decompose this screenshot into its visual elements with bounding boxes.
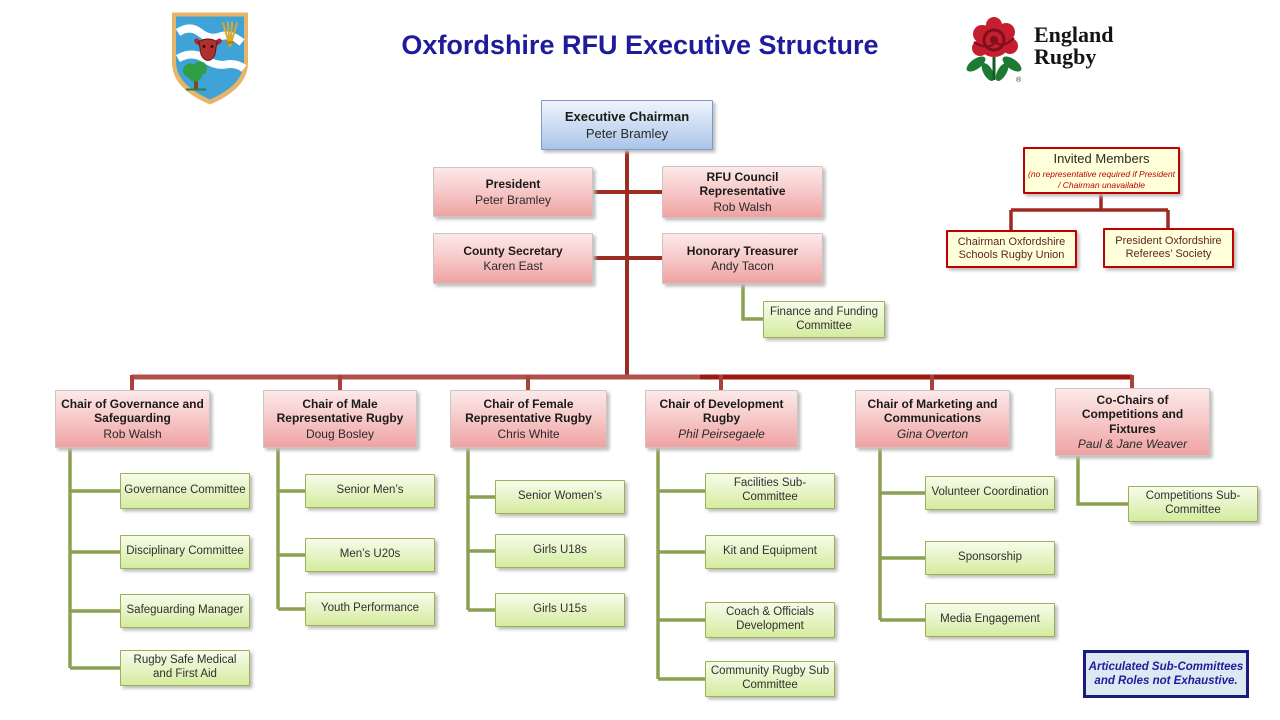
node-label: Chairman Oxfordshire Schools Rugby Union <box>957 235 1066 261</box>
england-rugby-line2: Rugby <box>1034 44 1097 70</box>
node-executive-chairman: Executive Chairman Peter Bramley <box>541 100 713 150</box>
node-sub-safeguarding-manager: Safeguarding Manager <box>120 594 250 628</box>
node-finance-funding-committee: Finance and Funding Committee <box>763 301 885 338</box>
node-rfu-council-representative: RFU Council Representative Rob Walsh <box>662 166 823 218</box>
node-sub-senior-mens: Senior Men’s <box>305 474 435 508</box>
node-sub-girls-u15s: Girls U15s <box>495 593 625 627</box>
node-name: Gina Overton <box>896 426 969 441</box>
node-sub-kit-equipment: Kit and Equipment <box>705 535 835 569</box>
node-name: Peter Bramley <box>585 126 669 141</box>
node-label: Girls U15s <box>533 603 587 616</box>
node-label: Men’s U20s <box>339 548 401 561</box>
node-chair-female-representative-rugby: Chair of Female Representative Rugby Chr… <box>450 390 607 448</box>
node-title: Chair of Male Representative Rugby <box>276 397 404 426</box>
node-sub-coach-officials: Coach & Officials Development <box>705 602 835 638</box>
node-president-referees-society: President Oxfordshire Referees’ Society <box>1103 228 1234 268</box>
node-name: Doug Bosley <box>305 426 375 441</box>
node-label: Governance Committee <box>124 484 246 497</box>
page-title: Oxfordshire RFU Executive Structure <box>401 30 879 60</box>
node-note: (no representative required if President… <box>1028 169 1175 190</box>
node-title: Co-Chairs of Competitions and Fixtures <box>1081 393 1184 436</box>
england-rugby-wordmark: England Rugby <box>1034 22 1114 70</box>
node-sub-youth-performance: Youth Performance <box>305 592 435 626</box>
node-title: Chair of Marketing and Communications <box>867 397 998 426</box>
node-sub-volunteer-coordination: Volunteer Coordination <box>925 476 1055 510</box>
node-label: Safeguarding Manager <box>126 604 244 617</box>
node-invited-members: Invited Members (no representative requi… <box>1023 147 1180 194</box>
node-title: RFU Council Representative <box>699 170 786 199</box>
node-label: Finance and Funding Committee <box>769 305 879 332</box>
node-name: Rob Walsh <box>713 199 772 214</box>
node-label: Volunteer Coordination <box>931 486 1049 499</box>
node-label: Facilities Sub-Committee <box>733 477 807 503</box>
node-title: County Secretary <box>463 243 563 258</box>
node-label: Youth Performance <box>320 602 420 615</box>
node-label: Kit and Equipment <box>723 545 817 558</box>
node-name: Chris White <box>497 426 560 441</box>
svg-text:®: ® <box>1016 76 1022 84</box>
node-title: Chair of Female Representative Rugby <box>465 397 592 426</box>
node-president: President Peter Bramley <box>433 167 593 217</box>
node-chair-male-representative-rugby: Chair of Male Representative Rugby Doug … <box>263 390 417 448</box>
node-label: Disciplinary Committee <box>126 545 244 558</box>
node-label: President Oxfordshire Referees’ Society <box>1115 234 1222 260</box>
england-rugby-line1: England <box>1034 22 1114 47</box>
footnote-box: Articulated Sub-Committees and Roles not… <box>1083 650 1249 698</box>
node-label: Senior Women’s <box>518 490 602 503</box>
node-title: Chair of Governance and Safeguarding <box>61 397 204 426</box>
node-county-secretary: County Secretary Karen East <box>433 233 593 284</box>
node-title: Chair of Development Rugby <box>659 397 784 426</box>
node-sub-competitions: Competitions Sub-Committee <box>1128 486 1258 522</box>
node-name: Peter Bramley <box>474 192 552 207</box>
node-label: Senior Men’s <box>336 484 404 497</box>
node-label: Rugby Safe Medical and First Aid <box>133 654 237 680</box>
node-label: Sponsorship <box>958 551 1022 564</box>
node-name: Andy Tacon <box>711 259 774 273</box>
node-label: Girls U18s <box>533 544 587 557</box>
node-sub-governance-committee: Governance Committee <box>120 473 250 509</box>
node-chair-development-rugby: Chair of Development Rugby Phil Peirsega… <box>645 390 798 448</box>
node-name: Phil Peirsegaele <box>678 426 765 441</box>
node-sub-community-rugby: Community Rugby Sub Committee <box>705 661 835 697</box>
node-title: Honorary Treasurer <box>686 243 799 258</box>
node-sub-senior-womens: Senior Women’s <box>495 480 625 514</box>
node-name: Karen East <box>483 259 543 273</box>
node-sub-media-engagement: Media Engagement <box>925 603 1055 637</box>
oxfordshire-crest-logo <box>172 12 248 105</box>
node-chair-marketing-communications: Chair of Marketing and Communications Gi… <box>855 390 1010 448</box>
node-sub-mens-u20s: Men’s U20s <box>305 538 435 572</box>
node-title: Invited Members <box>1053 150 1150 166</box>
node-cochairs-competitions-fixtures: Co-Chairs of Competitions and Fixtures P… <box>1055 388 1210 456</box>
node-label: Competitions Sub-Committee <box>1145 490 1241 516</box>
node-label: Coach & Officials Development <box>726 606 814 632</box>
node-sub-sponsorship: Sponsorship <box>925 541 1055 575</box>
node-name: Rob Walsh <box>103 426 162 441</box>
node-sub-rugby-safe-medical: Rugby Safe Medical and First Aid <box>120 650 250 686</box>
node-label: Media Engagement <box>940 613 1040 626</box>
node-honorary-treasurer: Honorary Treasurer Andy Tacon <box>662 233 823 284</box>
node-sub-disciplinary-committee: Disciplinary Committee <box>120 535 250 569</box>
node-sub-girls-u18s: Girls U18s <box>495 534 625 568</box>
node-name: Paul & Jane Weaver <box>1077 436 1188 451</box>
england-rugby-rose-icon: ® <box>966 17 1022 84</box>
node-title: Executive Chairman <box>564 108 690 124</box>
node-chairman-schools-rugby-union: Chairman Oxfordshire Schools Rugby Union <box>946 230 1077 268</box>
node-sub-facilities: Facilities Sub-Committee <box>705 473 835 509</box>
node-chair-governance-safeguarding: Chair of Governance and Safeguarding Rob… <box>55 390 210 448</box>
node-label: Community Rugby Sub Committee <box>710 665 830 691</box>
node-title: President <box>485 177 541 192</box>
